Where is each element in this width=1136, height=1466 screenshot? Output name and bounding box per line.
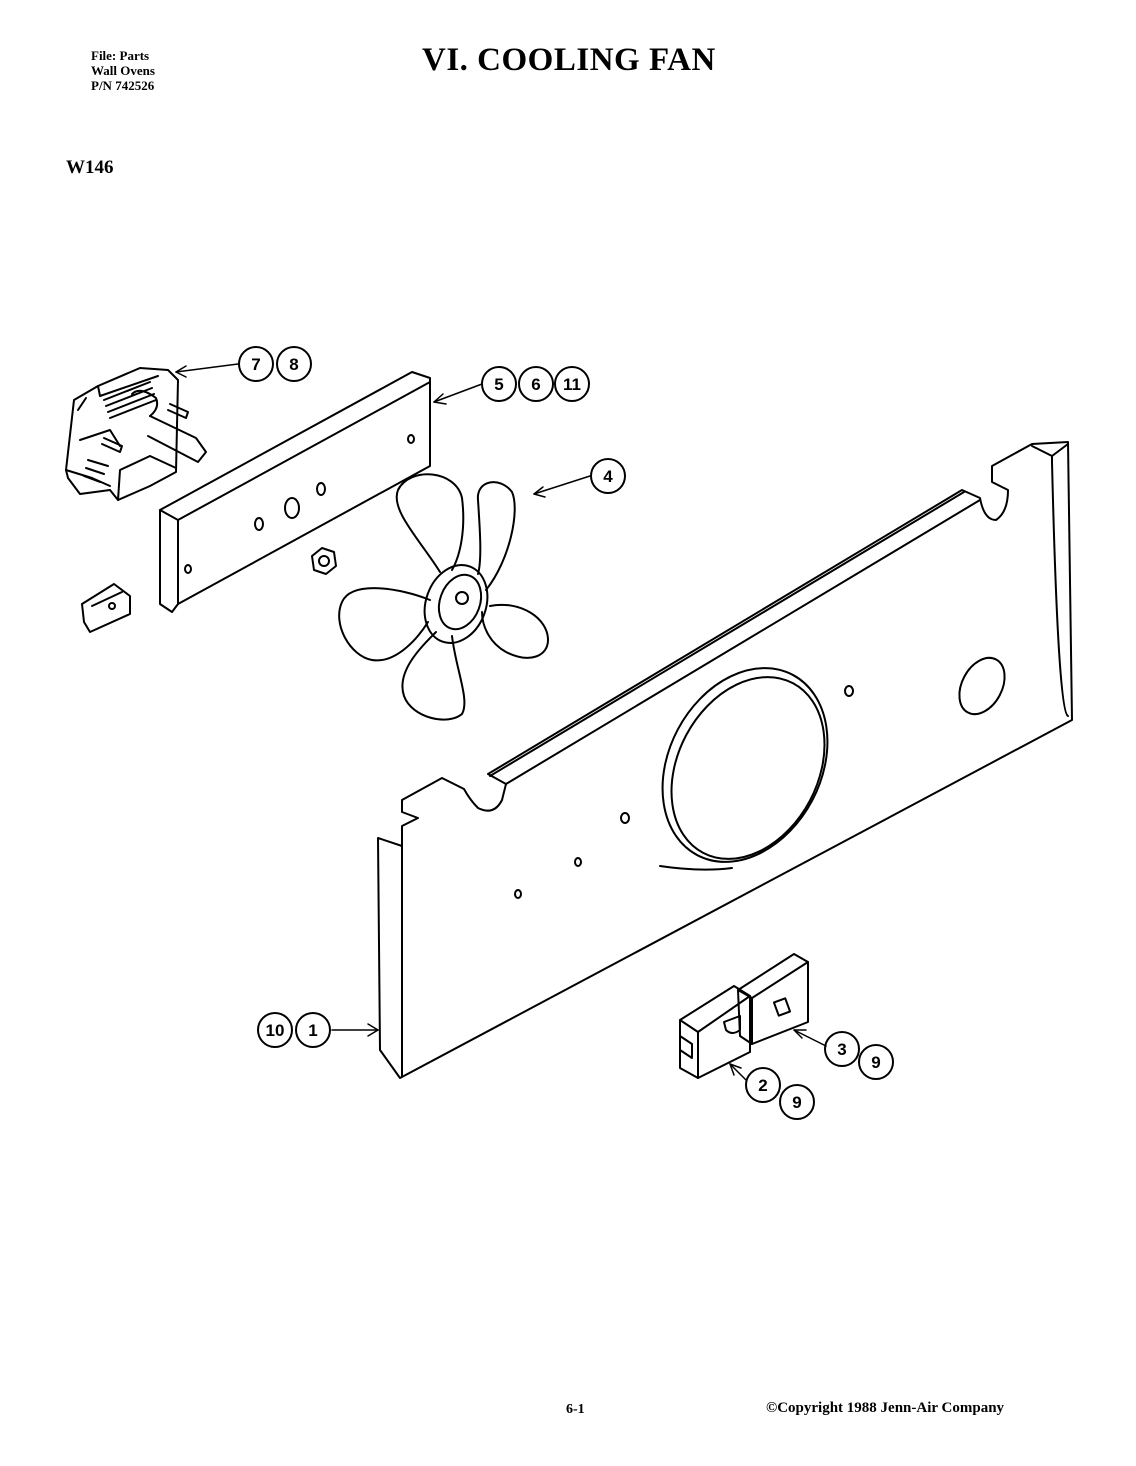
- callout-label: 7: [251, 355, 260, 374]
- callout-5-6-11: 5 6 11: [481, 366, 590, 402]
- nut: [311, 547, 337, 575]
- callout-2-9: 2 9: [745, 1067, 815, 1120]
- callout-10-1: 10 1: [257, 1012, 331, 1048]
- motor-bracket: [159, 371, 431, 613]
- copyright-notice: ©Copyright 1988 Jenn-Air Company: [766, 1400, 1005, 1416]
- clip: [81, 583, 131, 633]
- file-info: File: Parts Wall Ovens P/N 742526: [91, 48, 155, 93]
- model-number: W146: [66, 157, 114, 178]
- back-panel: [377, 441, 1073, 1079]
- callout-label: 9: [871, 1053, 880, 1072]
- page-title: VI. COOLING FAN: [422, 42, 716, 78]
- fan-blade: [338, 473, 549, 721]
- callout-label: 4: [603, 467, 613, 486]
- callout-label: 6: [531, 375, 540, 394]
- callout-7-8: 7 8: [238, 346, 312, 382]
- fan-motor: [65, 367, 207, 501]
- callout-4: 4: [590, 458, 626, 494]
- callout-3-9: 3 9: [824, 1031, 894, 1080]
- switch-right: [737, 953, 809, 1045]
- file-line: P/N 742526: [91, 78, 155, 93]
- callout-label: 5: [494, 375, 503, 394]
- callout-label: 9: [792, 1093, 801, 1112]
- callout-label: 10: [266, 1021, 285, 1040]
- callout-label: 8: [289, 355, 298, 374]
- page-number: 6-1: [566, 1402, 585, 1417]
- callout-label: 1: [308, 1021, 317, 1040]
- callout-label: 3: [837, 1040, 846, 1059]
- leader-lines: [175, 363, 827, 1081]
- callout-label: 2: [758, 1076, 767, 1095]
- file-line: Wall Ovens: [91, 63, 155, 78]
- switch-left: [679, 985, 751, 1079]
- callout-label: 11: [563, 375, 581, 394]
- file-line: File: Parts: [91, 48, 150, 63]
